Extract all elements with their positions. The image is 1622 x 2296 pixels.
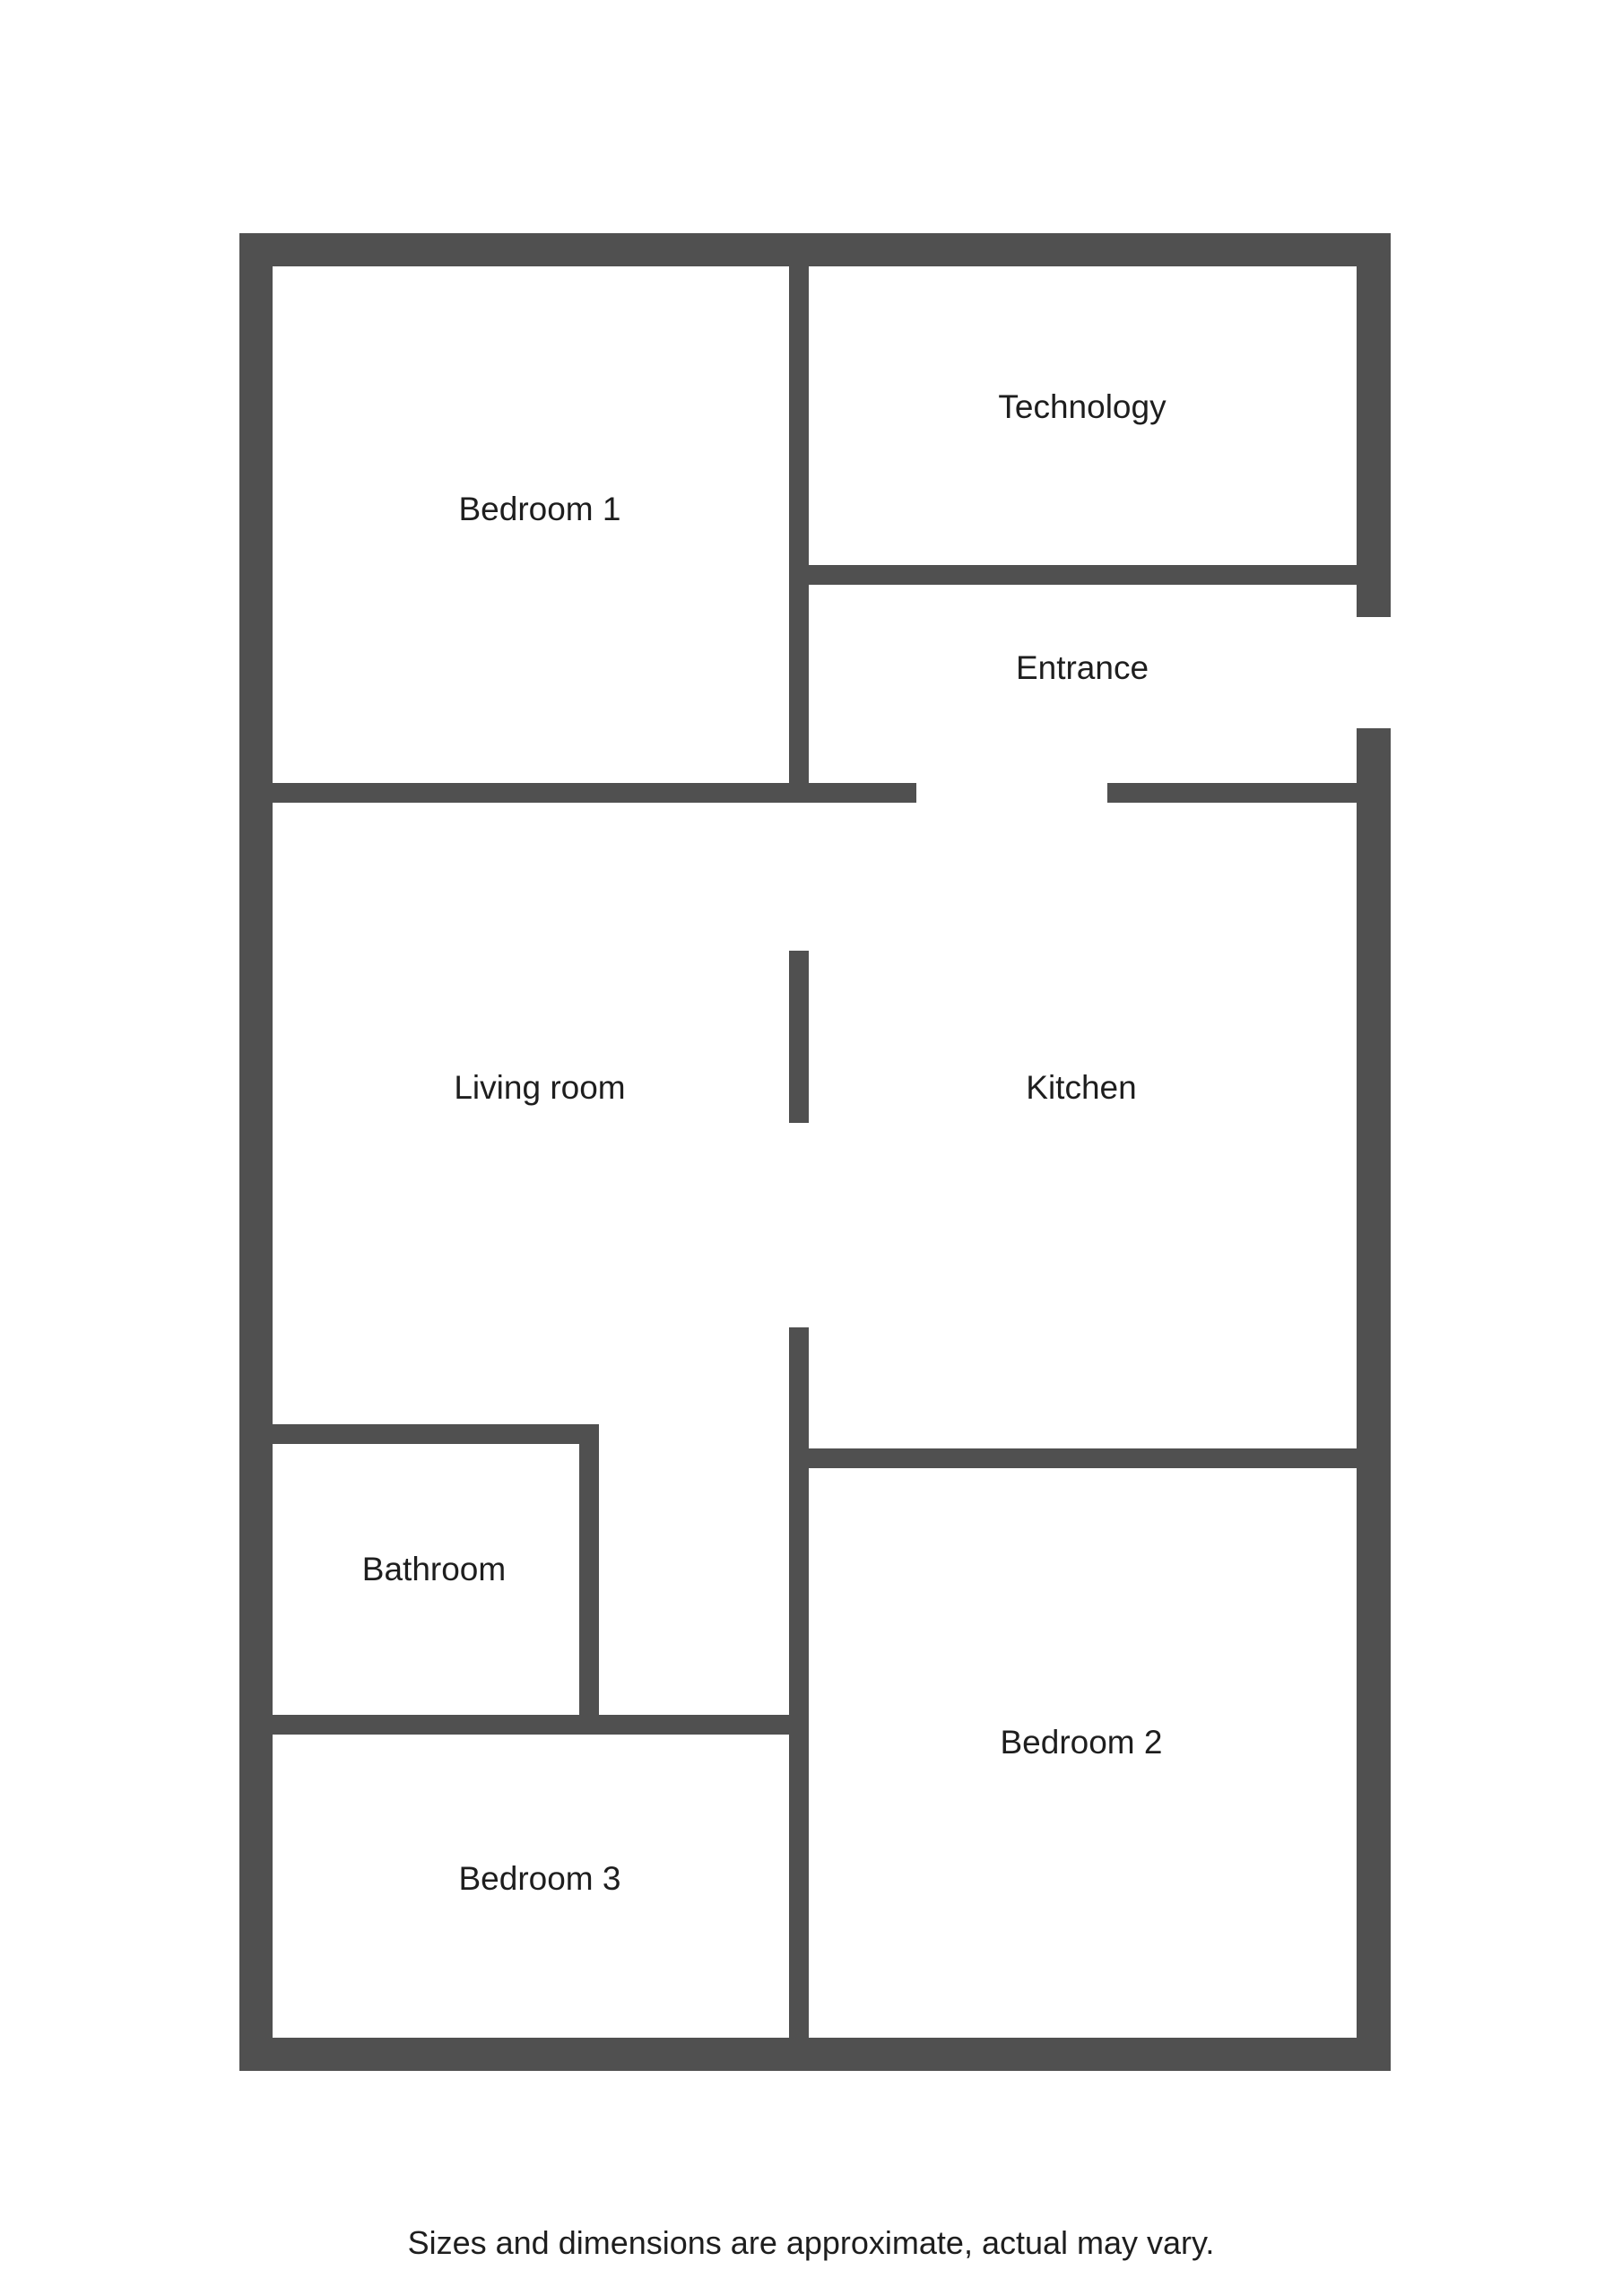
wall-bedroom2-left <box>789 1327 809 2038</box>
room-label-bedroom-2: Bedroom 2 <box>1001 1724 1163 1761</box>
wall-bedroom1-right <box>789 266 809 787</box>
disclaimer-note: Sizes and dimensions are approximate, ac… <box>407 2224 1215 2261</box>
wall-living-kitchen-partition <box>789 951 809 1123</box>
outer-wall-right-upper <box>1357 233 1391 617</box>
wall-bedroom3-top <box>273 1715 789 1735</box>
room-label-bathroom: Bathroom <box>362 1551 506 1587</box>
wall-upper-horizontal-right <box>1107 783 1357 803</box>
interior-walls <box>273 266 1357 2038</box>
room-label-bedroom-1: Bedroom 1 <box>459 491 621 527</box>
wall-bathroom-right <box>579 1424 599 1732</box>
outer-walls <box>239 233 1391 2071</box>
room-label-kitchen: Kitchen <box>1026 1069 1136 1106</box>
room-label-bedroom-3: Bedroom 3 <box>459 1860 621 1897</box>
room-label-living-room: Living room <box>454 1069 625 1106</box>
room-label-technology: Technology <box>998 388 1167 425</box>
room-labels: Bedroom 1 Technology Entrance Living roo… <box>362 388 1167 1897</box>
outer-wall-top <box>239 233 1391 266</box>
wall-technology-bottom <box>789 565 1357 585</box>
outer-wall-left <box>239 233 273 2071</box>
outer-wall-bottom <box>239 2038 1391 2071</box>
wall-bathroom-top <box>273 1424 599 1444</box>
outer-wall-right-lower <box>1357 728 1391 2071</box>
wall-kitchen-bottom <box>809 1448 1357 1468</box>
entrance-door-opening <box>1357 617 1391 728</box>
room-label-entrance: Entrance <box>1016 649 1149 686</box>
wall-upper-horizontal-left <box>273 783 916 803</box>
